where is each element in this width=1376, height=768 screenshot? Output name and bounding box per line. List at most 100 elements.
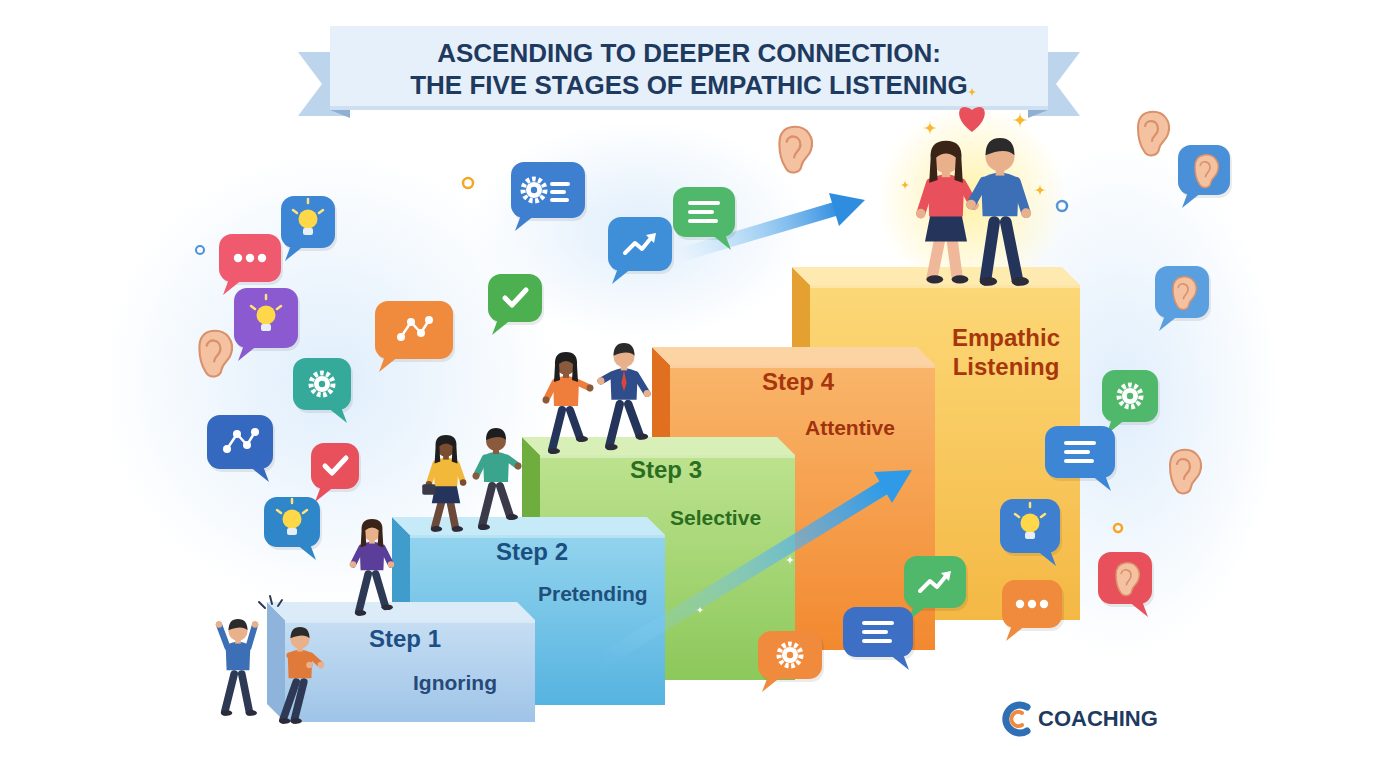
dots-icon [258, 254, 266, 262]
gear-hole [531, 187, 537, 193]
figure-hand [460, 479, 466, 485]
ear-inner [1177, 459, 1190, 479]
bulb-glass [299, 210, 318, 229]
figure-leg [932, 236, 940, 278]
gear-body [526, 182, 542, 198]
ear-inner [207, 341, 221, 362]
step-side [267, 602, 285, 722]
figure-tie [621, 370, 626, 391]
check-icon [505, 290, 526, 305]
heart [959, 107, 985, 132]
step-label: Ignoring [413, 670, 497, 695]
speech-bubble [511, 162, 587, 231]
sparkle [967, 87, 977, 97]
bubble-body [608, 217, 672, 271]
figure-leg [450, 500, 456, 529]
bubble-body [1045, 426, 1115, 478]
figure-hair [614, 343, 635, 356]
figure-arm [1016, 181, 1026, 213]
figure-hand [644, 390, 651, 397]
figure-arm [248, 625, 255, 648]
figure-leg [500, 486, 510, 516]
sparkle [923, 121, 937, 135]
bulb-base [261, 324, 271, 331]
step-shape [267, 602, 535, 722]
network-dot [223, 445, 231, 453]
chart-arrowhead [941, 571, 951, 581]
bubble-body [311, 443, 359, 489]
speech-bubble [608, 217, 674, 284]
ear-icon [779, 127, 812, 173]
ear-inner [1200, 162, 1210, 177]
bulb-base [303, 228, 313, 235]
bubble-body [1000, 499, 1060, 553]
figure-shoe [548, 448, 560, 454]
gear-body [314, 376, 330, 392]
figure-hair [291, 627, 310, 638]
gear-hole [787, 652, 793, 658]
network-line [401, 320, 429, 337]
figure-shoe [279, 718, 290, 724]
text-line [550, 190, 566, 194]
figure-hand [473, 473, 480, 480]
chart-line [920, 576, 946, 591]
logo-text: COACHING [1038, 706, 1158, 732]
step-number: Step 3 [630, 455, 702, 484]
person-figure [597, 343, 650, 450]
bulb-base [1025, 532, 1035, 539]
figure-hand [515, 463, 522, 470]
step-label: Empathic Listening [940, 323, 1072, 381]
person-figure [279, 627, 324, 724]
figure-hair [435, 435, 458, 464]
figure-shoe [355, 610, 366, 616]
glow [877, 105, 1067, 295]
bubble-body [207, 415, 273, 469]
figure-arm [219, 625, 228, 648]
bulb-glass [1021, 514, 1040, 533]
bubble-body [1155, 266, 1209, 318]
figure-leg [609, 404, 620, 446]
ear-outline [1170, 450, 1201, 494]
figure-shoe [952, 275, 969, 283]
figure-leg [294, 682, 304, 720]
ear-icon [1116, 563, 1139, 596]
network-dot [243, 441, 251, 449]
figure-leg [242, 674, 250, 712]
figure-shoe [246, 710, 257, 716]
arrow-head [829, 193, 865, 226]
bubble-body [488, 274, 542, 322]
step-label: Pretending [538, 581, 648, 606]
progress-arrow [600, 488, 883, 662]
ear-icon [1195, 155, 1218, 188]
step-number: Step 4 [762, 367, 834, 396]
speech-bubble [1098, 552, 1154, 617]
chart-line [625, 238, 651, 253]
step-illustration [216, 426, 1154, 724]
figure-shoe [636, 433, 649, 439]
speech-bubble [673, 187, 737, 250]
logo-mark [1011, 712, 1022, 726]
figure-shoe [452, 526, 463, 532]
bubble-body [1002, 580, 1062, 628]
bubble-body [1098, 552, 1152, 604]
ear-outline [1195, 155, 1218, 188]
bubble-body [904, 556, 966, 608]
bubble-body [511, 162, 585, 218]
text-line [688, 219, 718, 223]
sparkle [1012, 112, 1028, 128]
person-figure [422, 435, 466, 532]
speech-bubble [293, 358, 353, 423]
text-line [862, 630, 888, 634]
step-illustration [422, 428, 521, 532]
ear-icon [1173, 277, 1196, 310]
ear-inner [787, 137, 801, 158]
figure-hand [388, 561, 394, 567]
bulb-glass [283, 510, 302, 529]
banner-fold [1028, 110, 1048, 118]
effort-marks [259, 596, 282, 608]
text-line [1064, 450, 1090, 454]
figure-hand [350, 561, 356, 567]
network-line [227, 432, 255, 449]
dots-icon [1040, 600, 1048, 608]
